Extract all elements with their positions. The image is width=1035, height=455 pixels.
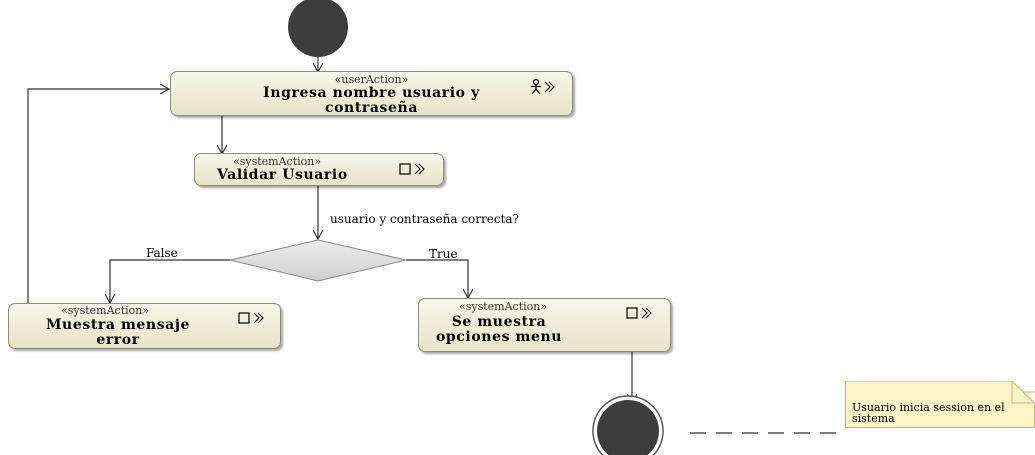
action-validar-usuario[interactable]: «systemAction» Validar Usuario	[194, 153, 444, 186]
guard-true-label: True	[429, 247, 458, 261]
comment-note-text: Usuario inicia session en el sistema	[852, 401, 1005, 425]
action-name: Ingresa nombre usuario y contraseña	[263, 85, 480, 116]
action-name: Muestra mensaje error	[45, 317, 191, 348]
initial-node[interactable]	[288, 0, 348, 57]
stereotype-label: «systemAction»	[459, 300, 548, 313]
action-name: Se muestra opciones menu	[435, 314, 563, 345]
decision-diamond[interactable]	[229, 239, 407, 282]
action-name: Validar Usuario	[217, 167, 348, 183]
flow-error-loop-back[interactable]	[27, 89, 168, 303]
stereotype-label: «userAction»	[334, 73, 409, 86]
action-se-muestra-opciones-menu[interactable]: «systemAction» Se muestra opciones menu	[418, 298, 671, 352]
flow-decision-true[interactable]	[406, 259, 468, 297]
final-node-inner	[597, 400, 659, 455]
system-action-icon	[626, 305, 660, 325]
action-muestra-mensaje-error[interactable]: «systemAction» Muestra mensaje error	[8, 303, 281, 349]
system-action-icon	[399, 161, 433, 181]
note-border	[845, 381, 1035, 428]
actor-icon	[530, 78, 560, 99]
stereotype-label: «systemAction»	[233, 155, 322, 168]
decision-question-label: usuario y contraseña correcta?	[330, 212, 519, 226]
action-ingresa-credenciales[interactable]: «userAction» Ingresa nombre usuario y co…	[170, 71, 573, 116]
stereotype-label: «systemAction»	[61, 304, 150, 317]
flow-decision-false[interactable]	[110, 259, 230, 302]
guard-false-label: False	[146, 246, 178, 260]
comment-note[interactable]: Usuario inicia session en el sistema	[845, 381, 1035, 428]
system-action-icon	[238, 310, 272, 330]
